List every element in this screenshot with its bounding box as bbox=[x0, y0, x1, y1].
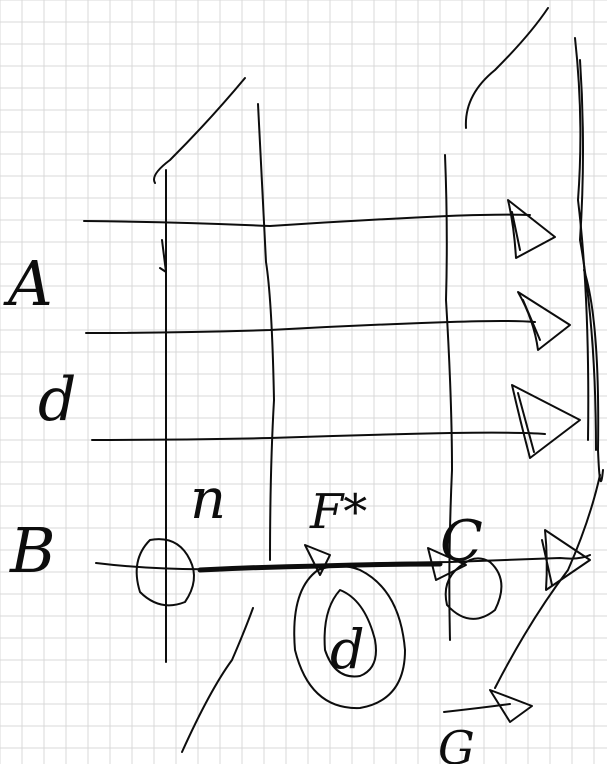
ray-b-arrowhead bbox=[542, 530, 590, 590]
label-g: G bbox=[438, 721, 475, 764]
label-b: B bbox=[9, 514, 56, 587]
label-f-star: F* bbox=[309, 484, 367, 540]
ray-d-line bbox=[86, 321, 535, 333]
label-charge-d: d bbox=[330, 618, 365, 681]
ray-a-arrowhead bbox=[508, 200, 555, 258]
lower-right-diagonal bbox=[495, 475, 600, 688]
label-d: d bbox=[38, 365, 76, 435]
label-n: n bbox=[190, 467, 226, 532]
left-diagonal-stroke bbox=[154, 78, 245, 183]
label-a: A bbox=[3, 247, 53, 320]
second-vertical-line bbox=[258, 104, 274, 560]
label-c: C bbox=[440, 509, 483, 574]
vertical-lines bbox=[154, 8, 603, 752]
ray-third-line bbox=[92, 433, 545, 440]
